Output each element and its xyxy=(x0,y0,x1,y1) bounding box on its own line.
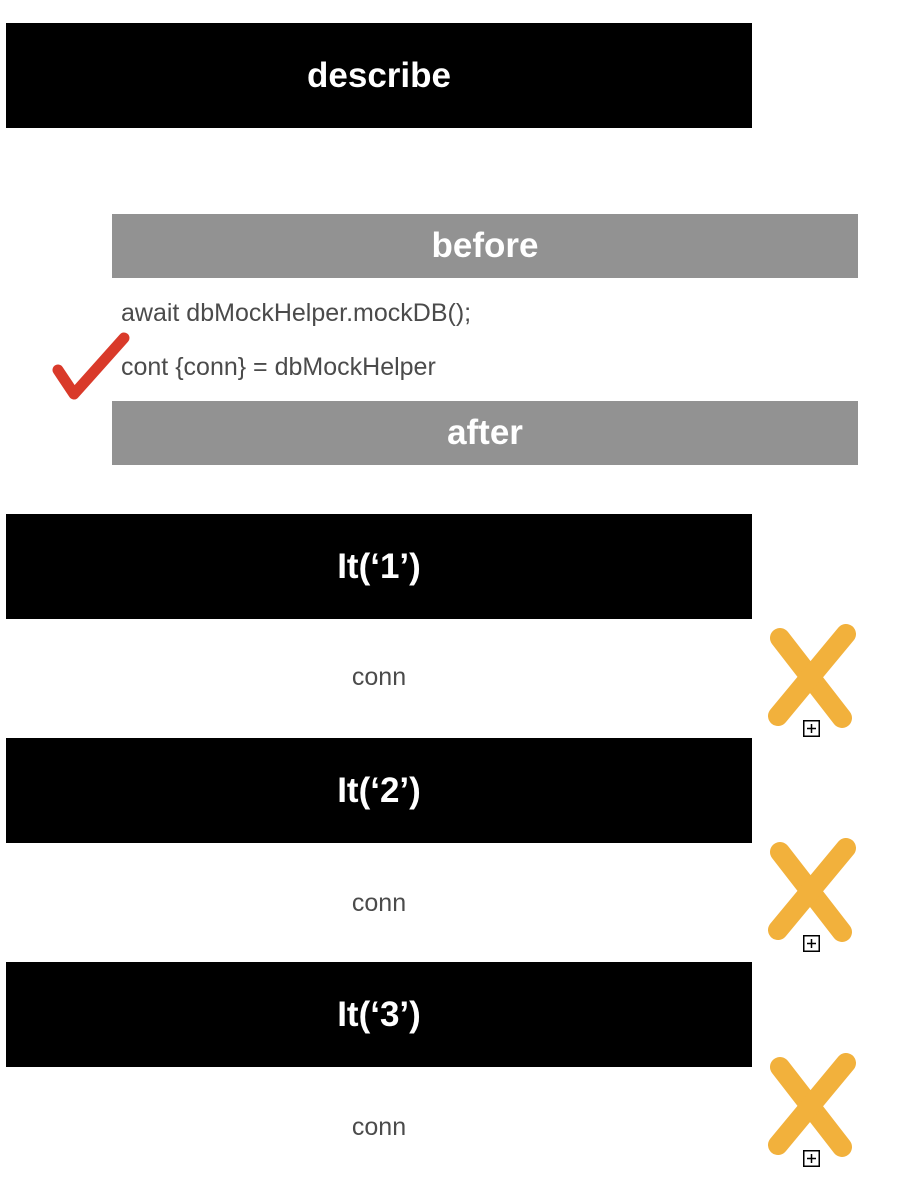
test-2-conn-label: conn xyxy=(351,889,407,917)
before-code-line-2: cont {conn} = dbMockHelper xyxy=(121,353,436,381)
cross-icon xyxy=(768,624,856,728)
test-block-2: It(‘2’) xyxy=(6,738,752,843)
before-block: before xyxy=(112,214,858,278)
after-block: after xyxy=(112,401,858,465)
expand-plus-icon[interactable] xyxy=(803,720,820,737)
test-block-3: It(‘3’) xyxy=(6,962,752,1067)
before-code-line-1: await dbMockHelper.mockDB(); xyxy=(121,299,472,327)
test-1-conn-label: conn xyxy=(351,663,407,691)
checkmark-icon xyxy=(52,332,130,400)
cross-icon xyxy=(768,1053,856,1157)
describe-block: describe xyxy=(6,23,752,128)
test-3-conn-label: conn xyxy=(351,1113,407,1141)
expand-plus-icon[interactable] xyxy=(803,1150,820,1167)
cross-icon xyxy=(768,838,856,942)
test-block-1: It(‘1’) xyxy=(6,514,752,619)
expand-plus-icon[interactable] xyxy=(803,935,820,952)
